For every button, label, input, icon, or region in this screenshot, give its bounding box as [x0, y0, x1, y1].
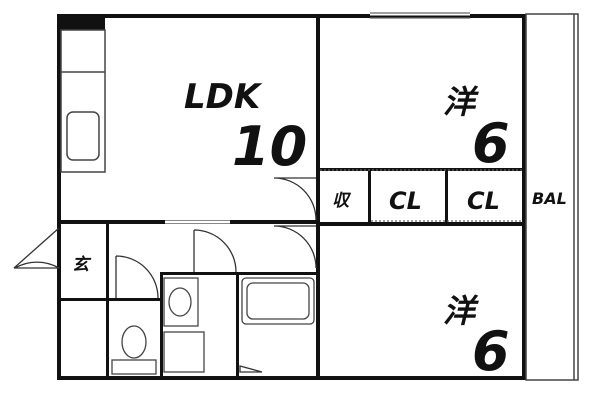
wall-right — [522, 14, 526, 380]
western-bottom-label: 洋 — [443, 292, 479, 330]
toilet-icon — [121, 325, 147, 359]
wall-bottom — [57, 376, 526, 380]
storage-label: 収 — [332, 191, 352, 211]
ldk-size: 10 — [232, 115, 307, 178]
washing-machine-space — [163, 331, 205, 373]
bathtub-inner — [246, 282, 310, 320]
kitchen-counter — [60, 29, 106, 173]
wall-entrance-bottom — [59, 298, 109, 301]
outer-walls — [57, 14, 526, 380]
kitchen-sink-icon — [66, 111, 100, 161]
fixtures — [111, 277, 315, 375]
door-toilet — [115, 255, 159, 299]
ldk-label: LDK — [184, 77, 263, 117]
wall-toilet-top — [106, 298, 161, 301]
wall-center-vertical — [316, 14, 320, 380]
door-bath-small — [239, 365, 263, 373]
wall-bedrooms-divider — [316, 222, 524, 226]
western-top-size: 6 — [472, 112, 510, 175]
entrance-label: 玄 — [72, 255, 92, 275]
door-front-entrance — [13, 227, 60, 269]
western-top-label: 洋 — [443, 83, 479, 121]
washbasin-counter — [163, 277, 199, 327]
wall-closet-div-2 — [445, 170, 448, 224]
toilet-tank — [111, 359, 157, 375]
doors — [13, 177, 317, 373]
balcony-label: BAL — [532, 189, 567, 208]
door-wash — [193, 229, 237, 273]
kitchen-counter-outline — [60, 29, 106, 173]
wall-left — [57, 14, 61, 380]
western-bottom-size: 6 — [472, 320, 510, 383]
bathtub-icon — [241, 277, 315, 325]
wall-corner-block — [57, 14, 105, 30]
wall-bath-left — [236, 272, 239, 378]
door-bedroom-lower — [273, 225, 317, 269]
wall-closet-div-1 — [368, 170, 371, 224]
wall-top — [57, 14, 526, 18]
washbasin-icon — [168, 287, 192, 317]
closet-2-label: CL — [467, 187, 500, 215]
balcony — [525, 13, 579, 381]
closet-1-label: CL — [389, 187, 422, 215]
wall-wash-left — [160, 272, 163, 378]
labels: LDK 10 洋 6 洋 6 収 CL CL 玄 BAL — [72, 77, 567, 383]
balcony-outline — [525, 13, 579, 381]
windows — [165, 12, 522, 224]
door-ldk-upper — [273, 177, 317, 221]
